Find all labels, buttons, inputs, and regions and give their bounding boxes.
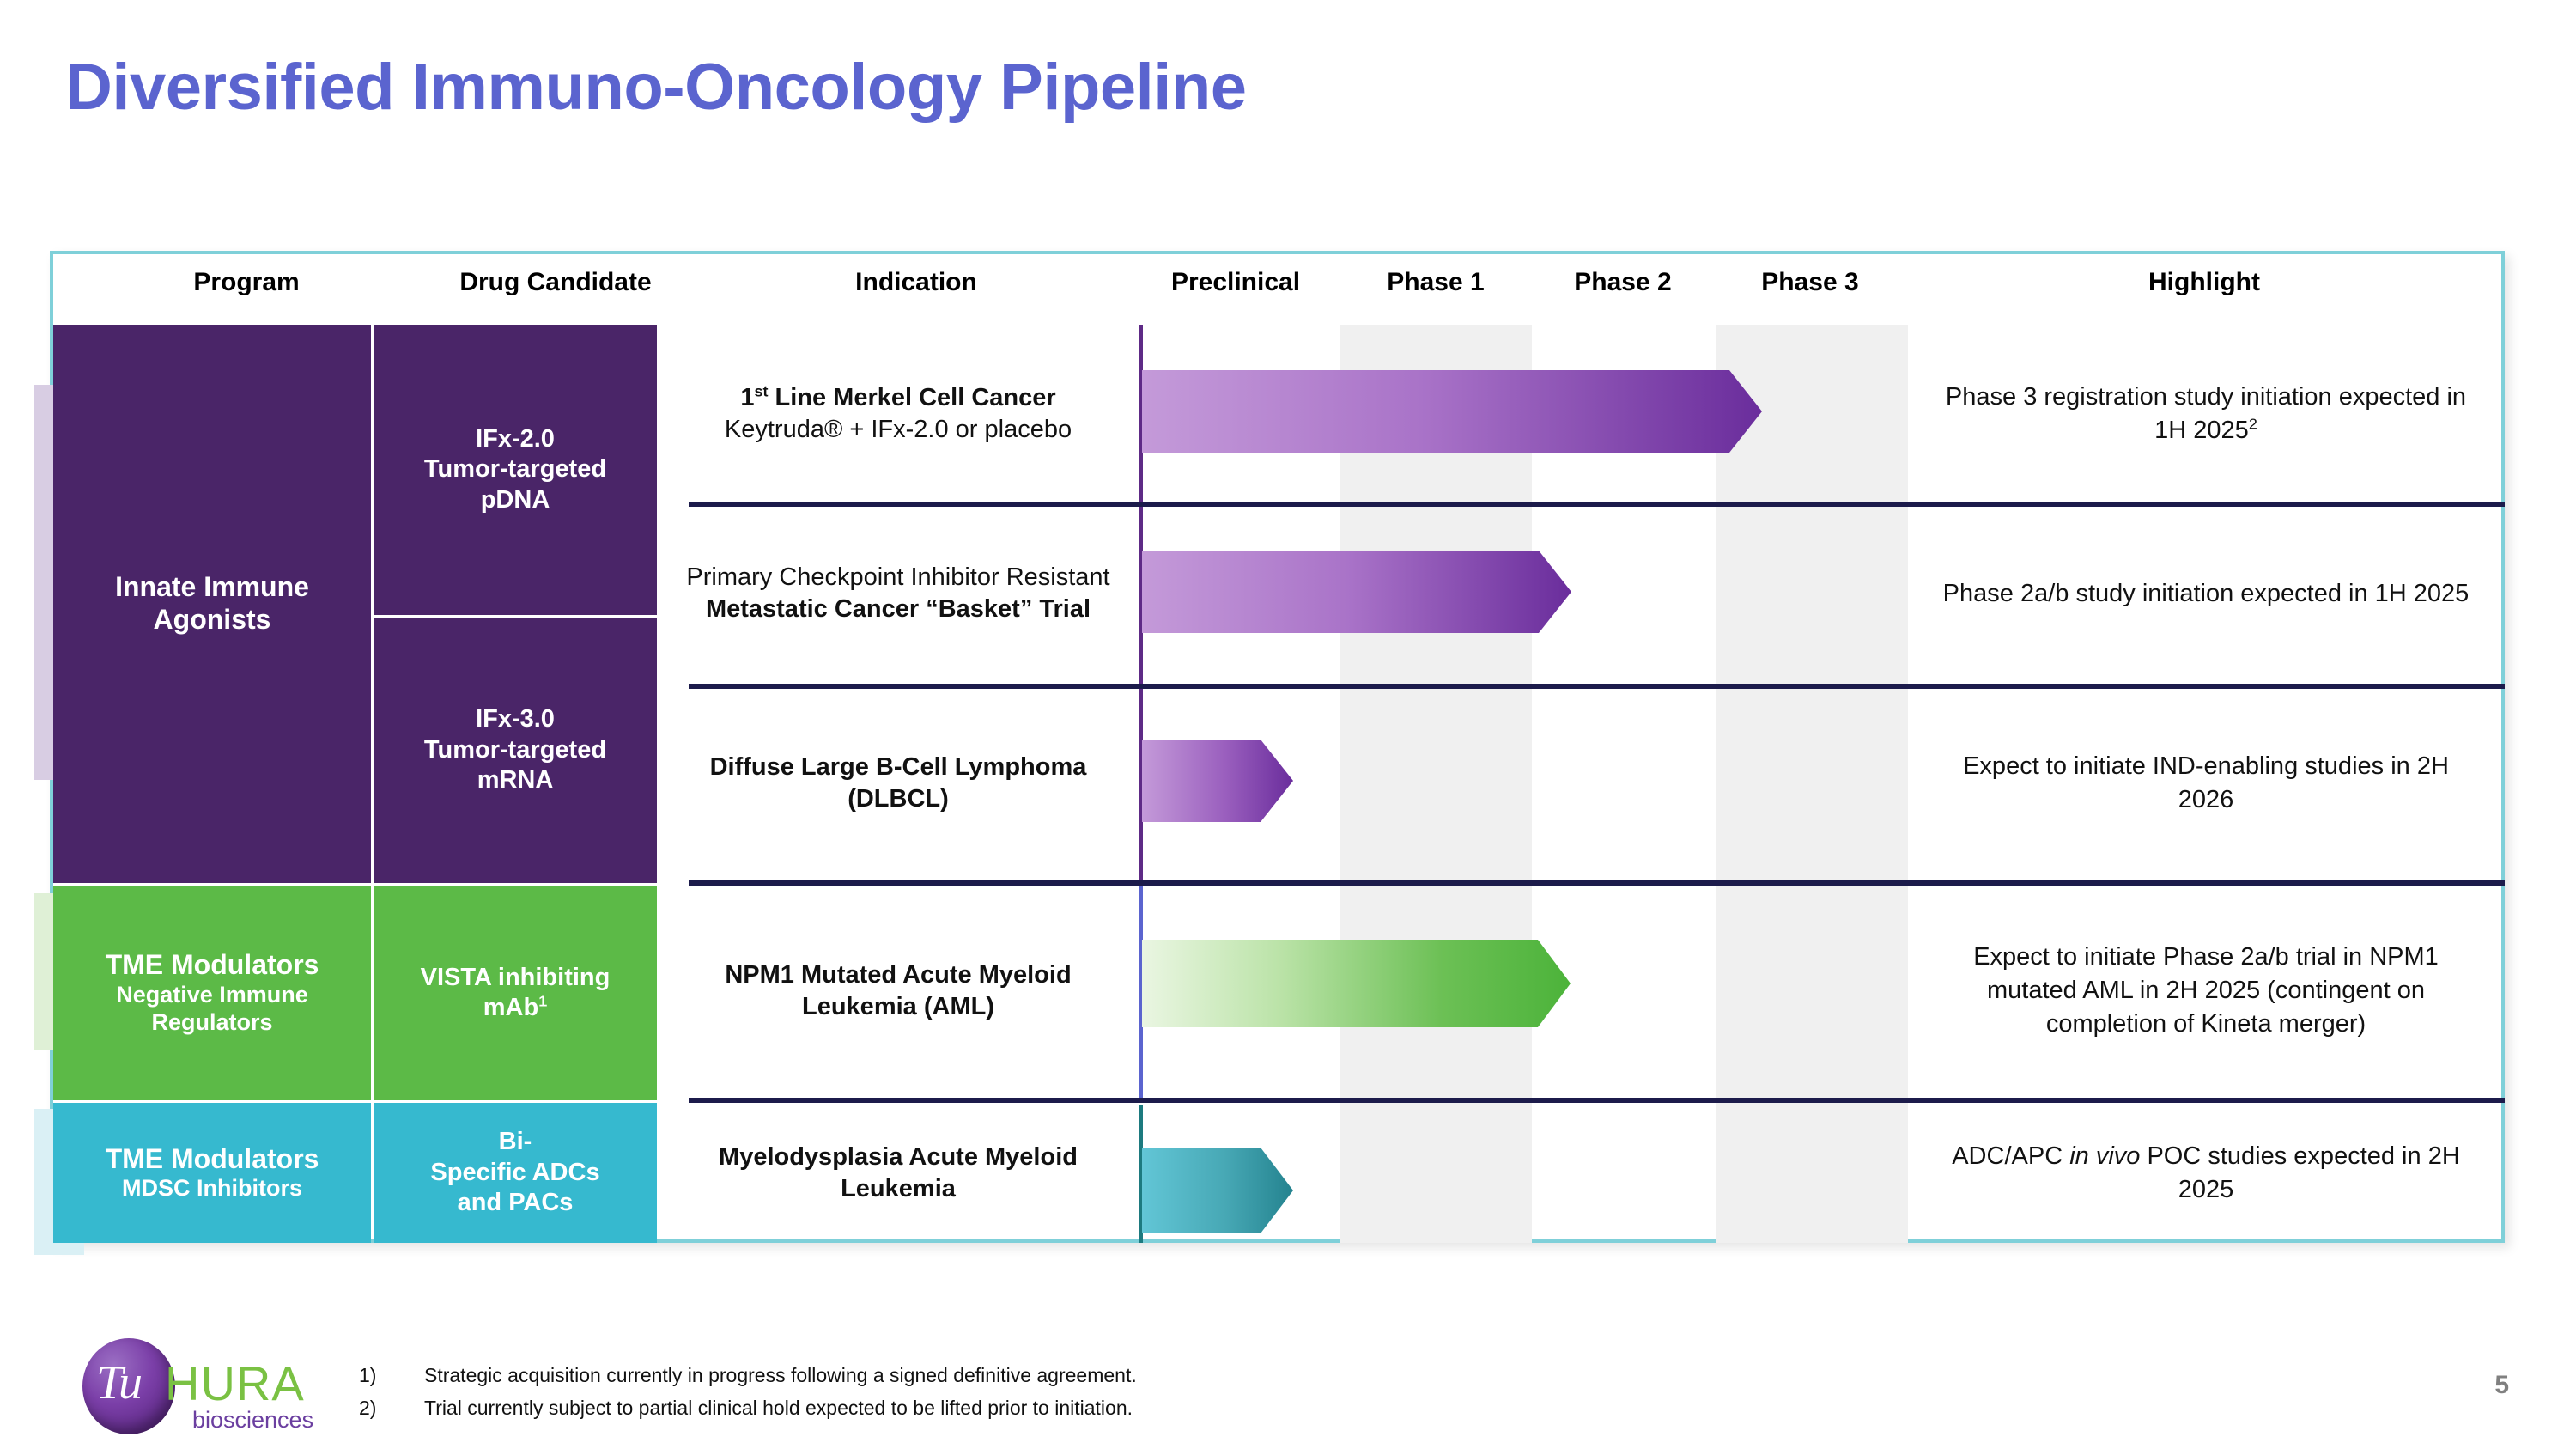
program-cell-tme-modulators-negative[interactable]: TME Modulators Negative Immune Regulator… bbox=[53, 886, 371, 1100]
indication-regular: Primary Checkpoint Inhibitor Resistant bbox=[686, 563, 1110, 592]
drug-cell-ifx-2-0[interactable]: IFx-2.0 Tumor-targeted pDNA bbox=[374, 325, 657, 615]
column-header-phase1: Phase 1 bbox=[1387, 268, 1485, 296]
page-title: Diversified Immuno-Oncology Pipeline bbox=[65, 51, 1247, 124]
drug-line2: Tumor-targeted bbox=[423, 455, 607, 484]
drug-footnote-marker: 1 bbox=[538, 992, 548, 1010]
column-header-program: Program bbox=[193, 268, 300, 296]
indication-bold: Diffuse Large B-Cell Lymphoma (DLBCL) bbox=[709, 752, 1087, 813]
indication-ordinal-sup: st bbox=[754, 382, 769, 400]
row-separator-2 bbox=[689, 684, 2505, 689]
drug-cell-bispecific-adcs-pacs[interactable]: Bi- Specific ADCs and PACs bbox=[374, 1103, 657, 1243]
row-separator-3 bbox=[689, 880, 2505, 886]
footnote-text: Trial currently subject to partial clini… bbox=[424, 1397, 1133, 1419]
logo-tu-text: Tu bbox=[96, 1356, 143, 1409]
indication-bold: Myelodysplasia Acute Myeloid Leukemia bbox=[719, 1142, 1078, 1202]
column-header-drug: Drug Candidate bbox=[459, 268, 652, 296]
column-header-phase3: Phase 3 bbox=[1761, 268, 1859, 296]
indication-bold-pre: 1 bbox=[740, 384, 755, 412]
column-header-indication: Indication bbox=[855, 268, 977, 296]
highlight-text: Phase 3 registration study initiation ex… bbox=[1945, 383, 2467, 444]
footnote-text: Strategic acquisition currently in progr… bbox=[424, 1364, 1137, 1386]
indication-cell-basket-trial: Primary Checkpoint Inhibitor Resistant M… bbox=[659, 505, 1137, 682]
indication-cell-myelodysplasia-aml: Myelodysplasia Acute Myeloid Leukemia bbox=[659, 1103, 1137, 1243]
progress-arrow-row-3[interactable] bbox=[1142, 740, 1293, 822]
drug-line3: and PACs bbox=[457, 1189, 574, 1217]
drug-line2: Tumor-targeted bbox=[423, 735, 607, 764]
preclinical-divider-teal bbox=[1139, 1105, 1143, 1243]
column-header-preclinical: Preclinical bbox=[1170, 268, 1301, 296]
indication-bold: NPM1 Mutated Acute Myeloid Leukemia (AML… bbox=[725, 960, 1072, 1020]
footnote-item: 2) Trial currently subject to partial cl… bbox=[359, 1397, 1137, 1420]
program-subtitle: Negative Immune Regulators bbox=[116, 982, 308, 1035]
highlight-text-tail: POC studies expected in 2H 2025 bbox=[2140, 1142, 2460, 1203]
drug-name: Bi- bbox=[498, 1128, 532, 1156]
footnote-item: 1) Strategic acquisition currently in pr… bbox=[359, 1364, 1137, 1387]
progress-arrow-row-5[interactable] bbox=[1142, 1148, 1293, 1233]
highlight-cell-row-5: ADC/APC in vivo POC studies expected in … bbox=[1910, 1103, 2502, 1243]
progress-arrow-row-1[interactable] bbox=[1142, 370, 1762, 453]
pipeline-table: Program Drug Candidate Indication Precli… bbox=[34, 251, 2505, 1255]
preclinical-divider-blue bbox=[1139, 886, 1143, 1102]
highlight-text: ADC/APC bbox=[1952, 1142, 2070, 1170]
highlight-italic-term: in vivo bbox=[2069, 1142, 2141, 1170]
indication-cell-npm1-aml: NPM1 Mutated Acute Myeloid Leukemia (AML… bbox=[659, 886, 1137, 1096]
drug-line3: pDNA bbox=[480, 485, 550, 514]
footnotes: 1) Strategic acquisition currently in pr… bbox=[359, 1364, 1137, 1429]
row-separator-1 bbox=[689, 502, 2505, 507]
drug-line2: mAb1 bbox=[483, 992, 548, 1021]
drug-name: IFx-3.0 bbox=[476, 705, 555, 734]
preclinical-divider-purple bbox=[1139, 325, 1143, 886]
page-number: 5 bbox=[2494, 1371, 2509, 1399]
highlight-cell-row-3: Expect to initiate IND-enabling studies … bbox=[1963, 752, 2449, 813]
company-logo: Tu HURA biosciences bbox=[82, 1336, 331, 1438]
indication-cell-dlbcl: Diffuse Large B-Cell Lymphoma (DLBCL) bbox=[659, 687, 1137, 879]
program-cell-tme-modulators-mdsc[interactable]: TME Modulators MDSC Inhibitors bbox=[53, 1103, 371, 1243]
drug-name: IFx-2.0 bbox=[476, 424, 555, 453]
phase-band-phase3 bbox=[1716, 325, 1908, 1243]
progress-arrow-row-4[interactable] bbox=[1142, 940, 1571, 1027]
row-separator-4 bbox=[689, 1098, 2505, 1103]
program-cell-innate-immune-agonists[interactable]: Innate Immune Agonists bbox=[53, 325, 371, 883]
indication-regular: Keytruda® + IFx-2.0 or placebo bbox=[724, 416, 1072, 443]
progress-arrow-row-2[interactable] bbox=[1142, 551, 1571, 633]
logo-sphere-icon bbox=[82, 1338, 175, 1434]
highlight-footnote-marker: 2 bbox=[2248, 415, 2257, 433]
phase-band-phase1 bbox=[1340, 325, 1532, 1243]
program-label: TME Modulators bbox=[105, 1142, 319, 1174]
highlight-cell-row-1: Phase 3 registration study initiation ex… bbox=[1910, 328, 2502, 500]
logo-hura-text: HURA bbox=[165, 1356, 305, 1410]
column-header-phase2: Phase 2 bbox=[1574, 268, 1672, 296]
program-label: TME Modulators bbox=[105, 949, 319, 981]
drug-cell-ifx-3-0[interactable]: IFx-3.0 Tumor-targeted mRNA bbox=[374, 618, 657, 883]
indication-cell-merkel-cell-cancer: 1st Line Merkel Cell Cancer Keytruda® + … bbox=[659, 328, 1137, 500]
drug-cell-vista-inhibiting-mab[interactable]: VISTA inhibiting mAb1 bbox=[374, 886, 657, 1100]
indication-bold: Metastatic Cancer “Basket” Trial bbox=[705, 595, 1091, 623]
program-subtitle: MDSC Inhibitors bbox=[122, 1175, 302, 1202]
column-header-highlight: Highlight bbox=[2148, 268, 2260, 296]
footnote-number: 2) bbox=[359, 1397, 377, 1419]
drug-line2: Specific ADCs bbox=[430, 1158, 600, 1186]
logo-tagline: biosciences bbox=[192, 1407, 314, 1433]
drug-line3: mRNA bbox=[477, 766, 554, 795]
highlight-cell-row-2: Phase 2a/b study initiation expected in … bbox=[1942, 579, 2470, 607]
drug-name: VISTA inhibiting bbox=[420, 963, 611, 991]
footnote-number: 1) bbox=[359, 1364, 377, 1386]
highlight-cell-row-4: Expect to initiate Phase 2a/b trial in N… bbox=[1973, 943, 2439, 1038]
program-label: Innate Immune Agonists bbox=[115, 571, 309, 635]
indication-bold-post: Line Merkel Cell Cancer bbox=[768, 384, 1056, 412]
